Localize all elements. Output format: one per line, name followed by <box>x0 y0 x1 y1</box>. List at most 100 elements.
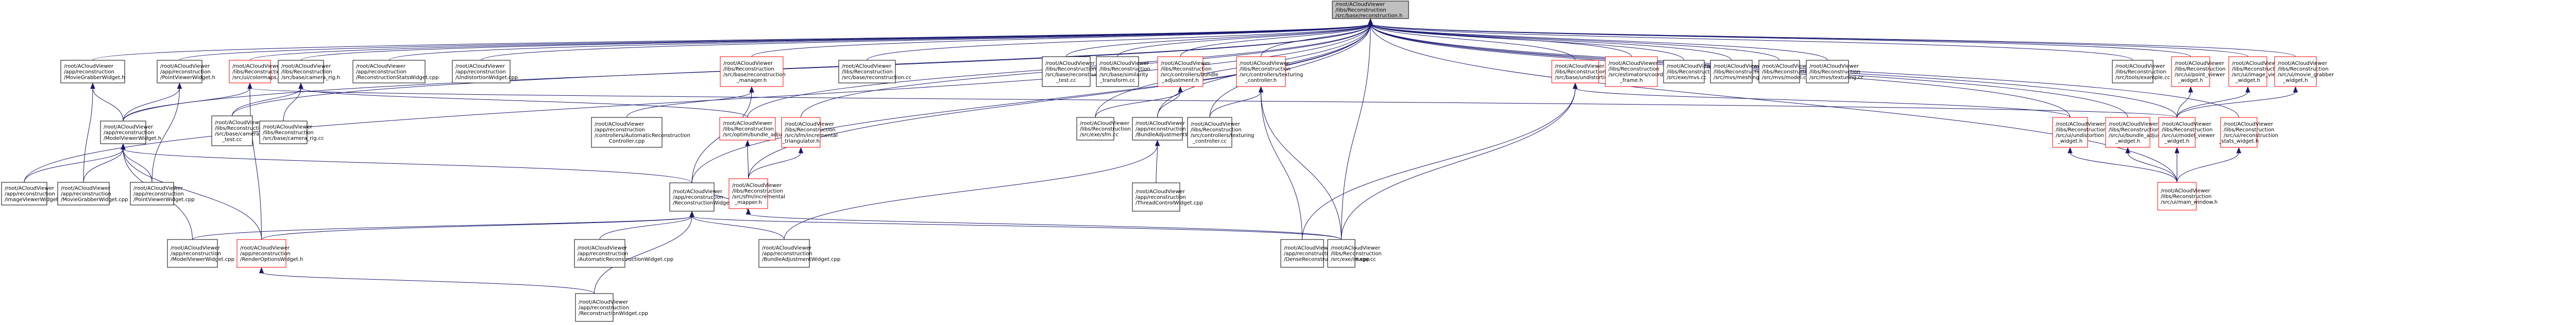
file-node[interactable]: /root/ACloudViewer/libs/Reconstruction/s… <box>2158 117 2215 148</box>
file-node[interactable]: /root/ACloudViewer/libs/Reconstruction/s… <box>229 60 283 83</box>
file-node[interactable]: /root/ACloudViewer/libs/Reconstruction/s… <box>1806 60 1863 83</box>
file-node[interactable]: /root/ACloudViewer/libs/Reconstruction/s… <box>1551 60 1616 83</box>
dependency-edge <box>232 82 303 116</box>
dependency-edge <box>784 140 1160 240</box>
file-node[interactable]: /root/ACloudViewer/libs/Reconstruction/s… <box>278 60 340 83</box>
file-node[interactable]: /root/ACloudViewer/libs/Reconstruction/s… <box>1042 56 1108 87</box>
node-label-line: /libs/Reconstruction <box>723 127 774 132</box>
file-node[interactable]: /root/ACloudViewer/app/reconstruction/Re… <box>352 60 438 83</box>
dependency-edge <box>748 147 804 179</box>
file-node[interactable]: /root/ACloudViewer/app/reconstruction/Po… <box>157 60 215 83</box>
file-node[interactable]: /root/ACloudViewer/libs/Reconstruction/s… <box>1605 56 1676 87</box>
node-box <box>60 60 125 83</box>
node-label-line: /libs/Reconstruction <box>1335 8 1386 13</box>
file-node[interactable]: /root/ACloudViewer/libs/Reconstruction/s… <box>1710 60 1767 83</box>
node-label-line: /libs/Reconstruction <box>232 70 283 75</box>
dependency-edge <box>1368 18 2133 61</box>
arrowhead-icon <box>247 82 252 89</box>
file-node[interactable]: /root/ACloudViewer/libs/Reconstruction/s… <box>1076 117 1131 141</box>
root-file-node[interactable]: /root/ACloudViewer/libs/Reconstruction/s… <box>1332 1 1409 19</box>
node-label-line: /root/ACloudViewer <box>842 64 892 70</box>
node-label-line: /root/ACloudViewer <box>1136 189 1185 195</box>
node-label-line: /src/base/reconstruction.cc <box>842 75 911 81</box>
file-node[interactable]: /root/ACloudViewer/app/reconstruction/Mo… <box>57 182 128 206</box>
node-label-line: /libs/Reconstruction <box>1714 70 1765 75</box>
node-label-line: /src/base/reconstruction <box>1045 72 1108 78</box>
file-node[interactable]: /root/ACloudViewer/libs/Reconstruction/s… <box>838 60 911 83</box>
edge-line <box>192 216 692 240</box>
file-node[interactable]: /root/ACloudViewer/libs/Reconstruction/s… <box>1236 56 1303 87</box>
file-node[interactable]: /root/ACloudViewer/libs/Reconstruction/s… <box>2171 56 2226 87</box>
file-node[interactable]: /root/ACloudViewer/libs/Reconstruction/s… <box>211 115 269 146</box>
node-label-line: /libs/Reconstruction <box>2109 127 2160 133</box>
file-node[interactable]: /root/ACloudViewer/libs/Reconstruction/s… <box>728 178 785 209</box>
file-node[interactable]: /root/ACloudViewer/libs/Reconstruction/s… <box>720 56 786 87</box>
file-node[interactable]: /root/ACloudViewer/app/reconstruction/Th… <box>1132 182 1203 212</box>
node-label-line: /libs/Reconstruction <box>1045 66 1096 72</box>
file-node[interactable]: /root/ACloudViewer/libs/Reconstruction/s… <box>2052 117 2107 148</box>
dependency-edge <box>247 82 2177 118</box>
node-box <box>130 182 174 206</box>
node-label-line: /root/ACloudViewer <box>281 64 331 70</box>
file-node[interactable]: /root/ACloudViewer/libs/Reconstruction/s… <box>1187 117 1254 148</box>
file-node[interactable]: /root/ACloudViewer/app/reconstruction/Re… <box>669 182 736 212</box>
dependency-edge <box>283 82 303 122</box>
file-node[interactable]: /root/ACloudViewer/app/reconstruction/Po… <box>130 182 195 206</box>
file-node[interactable]: /root/ACloudViewer/libs/Reconstruction/s… <box>1157 56 1218 87</box>
node-box <box>838 60 896 83</box>
dependency-edge <box>2177 147 2242 183</box>
file-node[interactable]: /root/ACloudViewer/libs/Reconstruction/s… <box>2105 117 2176 148</box>
node-label-line: _frame.h <box>1619 78 1642 83</box>
arrowhead-icon <box>749 86 754 93</box>
file-node[interactable]: /root/ACloudViewer/app/reconstruction/Mo… <box>60 60 125 83</box>
node-box <box>1758 60 1800 83</box>
file-node[interactable]: /root/ACloudViewer/app/reconstruction/Mo… <box>167 239 234 268</box>
edge-line <box>92 88 124 122</box>
file-node[interactable]: /root/ACloudViewer/libs/Reconstruction/s… <box>2274 56 2334 87</box>
file-node[interactable]: /root/ACloudViewer/app/reconstruction/Im… <box>1 182 69 206</box>
node-label-line: /root/ACloudViewer <box>356 64 406 70</box>
node-label-line: /libs/Reconstruction <box>1809 70 1860 75</box>
edge-line <box>1370 23 1575 61</box>
node-label-line: /root/ACloudViewer <box>723 121 773 127</box>
file-node[interactable]: /root/ACloudViewer/libs/Reconstruction/s… <box>781 117 838 148</box>
file-node[interactable]: /root/ACloudViewer/libs/Reconstruction/s… <box>2157 182 2217 211</box>
dependency-edge <box>1341 82 1578 240</box>
arrowhead-icon <box>2174 147 2180 153</box>
node-label-line: /libs/Reconstruction <box>281 70 332 75</box>
file-node[interactable]: /root/ACloudViewer/app/reconstruction/co… <box>591 117 690 148</box>
file-node[interactable]: /root/ACloudViewer/libs/Reconstruction/s… <box>1663 60 1718 83</box>
edge-line <box>748 23 1371 179</box>
node-label-line: /root/ACloudViewer <box>2161 189 2211 194</box>
file-node[interactable]: /root/ACloudViewer/libs/Reconstruction/s… <box>1096 56 1150 87</box>
file-node[interactable]: /root/ACloudViewer/app/reconstruction/Bu… <box>1132 117 1208 141</box>
node-box <box>57 182 110 206</box>
file-node[interactable]: /root/ACloudViewer/app/reconstruction/De… <box>1280 239 1369 268</box>
node-label-line: /app/reconstruction <box>133 192 184 197</box>
file-node[interactable]: /root/ACloudViewer/libs/Reconstruction/s… <box>719 117 805 141</box>
node-box <box>278 60 324 83</box>
node-label-line: /src/controllers/texturing <box>1240 72 1303 78</box>
node-box <box>591 117 663 148</box>
file-node[interactable]: /root/ACloudViewer/libs/Reconstruction/s… <box>2228 56 2285 87</box>
node-box <box>1096 56 1139 87</box>
file-node[interactable]: /root/ACloudViewer/libs/Reconstruction/s… <box>2112 60 2170 83</box>
file-node[interactable]: /root/ACloudViewer/app/reconstruction/Re… <box>575 293 648 322</box>
file-node[interactable]: /root/ACloudViewer/app/reconstruction/Un… <box>452 60 518 83</box>
file-node[interactable]: /root/ACloudViewer/app/reconstruction/Bu… <box>758 239 840 268</box>
dependency-edge <box>83 82 95 183</box>
file-node[interactable]: /root/ACloudViewer/libs/Reconstruction/s… <box>2218 117 2278 148</box>
node-label-line: /app/reconstruction <box>104 130 154 136</box>
edge-line <box>2127 152 2177 183</box>
file-node[interactable]: /root/ACloudViewer/app/reconstruction/Mo… <box>100 121 161 144</box>
node-label-line: Controller.cpp <box>609 139 645 144</box>
file-node[interactable]: /root/ACloudViewer/libs/Reconstruction/s… <box>1758 60 1813 83</box>
file-node[interactable]: /root/ACloudViewer/app/reconstruction/Re… <box>236 239 303 268</box>
file-node[interactable]: /root/ACloudViewer/libs/Reconstruction/s… <box>259 121 324 144</box>
node-label-line: /libs/Reconstruction <box>842 70 893 75</box>
file-node[interactable]: /root/ACloudViewer/app/reconstruction/Au… <box>574 239 673 268</box>
node-label-line: /root/ACloudViewer <box>240 246 290 251</box>
file-node[interactable]: /root/ACloudViewer/libs/Reconstruction/s… <box>1327 239 1382 268</box>
node-box <box>236 239 286 268</box>
dependency-edge <box>1258 86 1302 240</box>
